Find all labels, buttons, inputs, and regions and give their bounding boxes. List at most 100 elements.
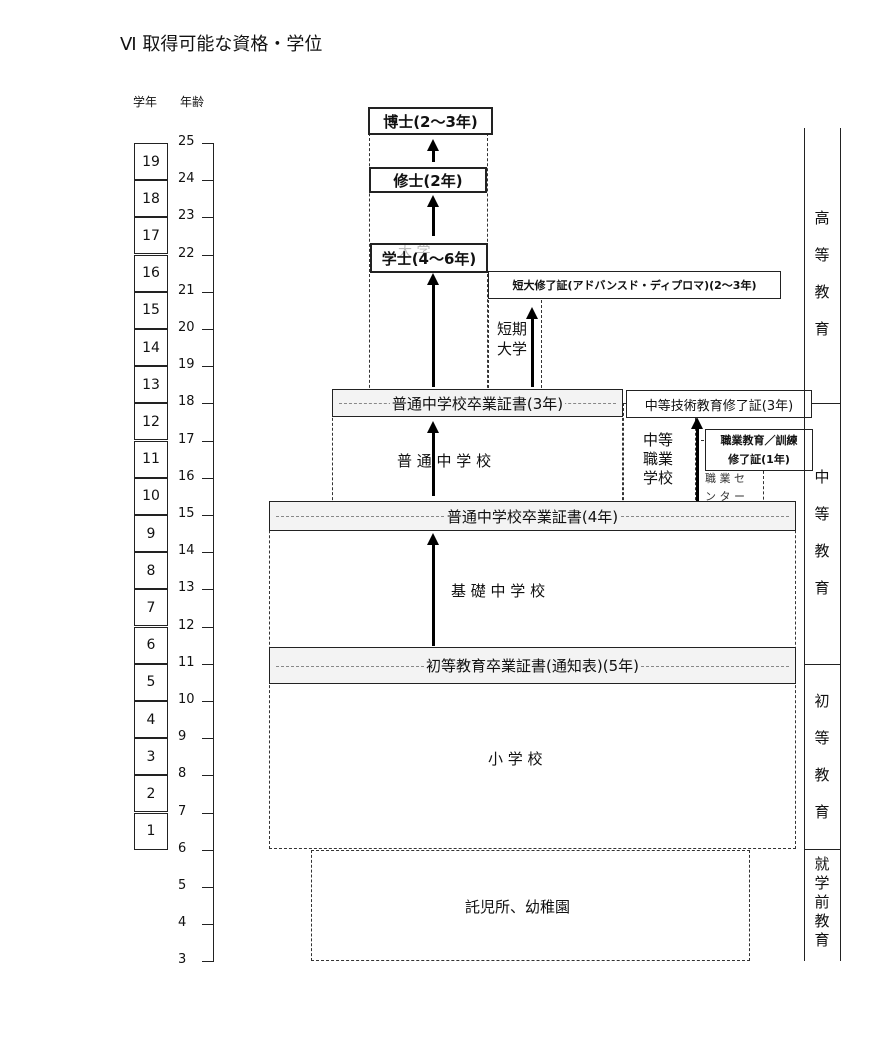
master-degree-label: 修士(2年) bbox=[393, 171, 463, 190]
junior-college-label-line-2: 大学 bbox=[497, 340, 528, 358]
age-label: 5 bbox=[178, 878, 187, 893]
grade-cell: 6 bbox=[134, 626, 168, 664]
technical-secondary-cert-label: 中等技術教育修了証(3年) bbox=[642, 394, 796, 414]
grade-cell: 16 bbox=[134, 254, 168, 292]
age-column-header: 年齢 bbox=[180, 95, 205, 109]
grade-cell: 5 bbox=[134, 663, 168, 701]
age-label: 6 bbox=[178, 840, 187, 856]
age-axis-line bbox=[213, 143, 214, 961]
stage-primary-char-4: 育 bbox=[814, 803, 830, 821]
age-label: 10 bbox=[178, 692, 195, 707]
stage-higher-label: 高 等 教 育 bbox=[810, 200, 834, 348]
age-tick bbox=[202, 403, 214, 405]
general-secondary-label: 普 通 中 学 校 bbox=[397, 452, 492, 470]
master-arrow-head bbox=[427, 195, 439, 207]
grade-cell: 1 bbox=[134, 812, 168, 850]
stage-secondary-label: 中 等 教 育 bbox=[810, 459, 834, 607]
vocational-cert-label-line-2: 修了証(1年) bbox=[728, 453, 790, 466]
stage-primary-label: 初 等 教 育 bbox=[810, 683, 834, 831]
grade-column-header: 学年 bbox=[133, 95, 158, 109]
age-tick bbox=[202, 849, 214, 851]
age-tick bbox=[202, 217, 214, 219]
bachelor-degree-label: 学士(4〜6年) bbox=[381, 249, 477, 268]
bachelor-degree-box: 学士(4〜6年) bbox=[370, 243, 488, 273]
stage-higher-char-3: 教 bbox=[814, 283, 830, 301]
age-label: 9 bbox=[178, 729, 187, 745]
age-tick bbox=[202, 961, 214, 963]
grade-cell: 14 bbox=[134, 329, 168, 366]
basic-secondary-arrow-head bbox=[427, 533, 439, 545]
junior-college-arrow-shaft bbox=[531, 318, 534, 387]
preschool-label: 託児所、幼稚園 bbox=[465, 898, 571, 916]
age-tick bbox=[202, 440, 214, 442]
basic-secondary-label: 基 礎 中 学 校 bbox=[451, 582, 546, 600]
age-label: 16 bbox=[178, 468, 195, 484]
junior-college-arrow-head bbox=[526, 307, 538, 319]
master-degree-box: 修士(2年) bbox=[369, 167, 487, 193]
age-tick bbox=[202, 552, 214, 554]
age-label: 13 bbox=[178, 580, 195, 596]
vocational-center-label-line-2: ン タ ー bbox=[705, 490, 745, 503]
stage-preschool-char-4: 教 bbox=[814, 912, 830, 930]
age-tick bbox=[202, 366, 214, 368]
doctor-degree-box: 博士(2〜3年) bbox=[368, 107, 493, 135]
stage-preschool-label: 就 学 前 教 育 bbox=[810, 855, 834, 950]
age-label: 17 bbox=[178, 431, 195, 447]
vocational-center-label-line-1: 職 業 セ bbox=[705, 472, 745, 485]
general-secondary-cert-label: 普通中学校卒業証書(3年) bbox=[389, 392, 566, 414]
grade-cell: 15 bbox=[134, 291, 168, 329]
age-tick bbox=[202, 626, 214, 628]
stage-preschool-char-1: 就 bbox=[814, 855, 830, 873]
general-secondary-arrow-head bbox=[427, 421, 439, 433]
stage-column-right-line bbox=[840, 128, 841, 961]
stage-primary-char-3: 教 bbox=[814, 766, 830, 784]
age-tick bbox=[202, 291, 214, 293]
advanced-diploma-label: 短大修了証(アドバンスド・ディプロマ)(2〜3年) bbox=[510, 277, 759, 293]
age-tick bbox=[202, 515, 214, 516]
stage-higher-char-2: 等 bbox=[814, 246, 830, 264]
stage-primary-char-2: 等 bbox=[814, 729, 830, 747]
age-label: 11 bbox=[178, 654, 195, 670]
age-tick bbox=[202, 329, 214, 330]
stage-preschool-char-5: 育 bbox=[814, 931, 830, 949]
general-secondary-cert-box: 普通中学校卒業証書(3年) bbox=[332, 389, 623, 417]
age-tick bbox=[202, 738, 214, 740]
age-label: 22 bbox=[178, 245, 195, 261]
stage-secondary-char-2: 等 bbox=[814, 505, 830, 523]
age-label: 19 bbox=[178, 357, 195, 373]
vocational-secondary-label-line-2: 職業 bbox=[643, 450, 674, 468]
junior-college-label-line-1: 短期 bbox=[497, 320, 528, 338]
age-tick bbox=[202, 254, 214, 256]
primary-cert-label: 初等教育卒業証書(通知表)(5年) bbox=[424, 655, 641, 676]
stage-column-left-line bbox=[804, 128, 805, 961]
page-title: Ⅵ 取得可能な資格・学位 bbox=[120, 34, 323, 55]
vocational-cert-box: 職業教育／訓練 修了証(1年) bbox=[705, 429, 813, 471]
vocational-cert-label-line-1: 職業教育／訓練 bbox=[720, 434, 798, 447]
basic-secondary-arrow-shaft bbox=[432, 544, 435, 646]
grade-cell: 3 bbox=[134, 738, 168, 776]
primary-school-label: 小 学 校 bbox=[488, 750, 543, 768]
age-tick bbox=[202, 887, 214, 888]
master-arrow-shaft bbox=[432, 206, 435, 236]
stage-secondary-char-1: 中 bbox=[814, 468, 830, 486]
vocational-secondary-label: 中等 職業 学校 bbox=[643, 431, 673, 488]
age-tick bbox=[202, 477, 214, 479]
age-label: 15 bbox=[178, 506, 195, 521]
basic-secondary-cert-label: 普通中学校卒業証書(4年) bbox=[444, 505, 621, 527]
age-tick bbox=[202, 589, 214, 591]
doctor-arrow-head bbox=[427, 139, 439, 151]
age-label: 20 bbox=[178, 320, 195, 335]
stage-higher-char-1: 高 bbox=[814, 209, 830, 227]
age-label: 14 bbox=[178, 543, 195, 559]
technical-secondary-cert-box: 中等技術教育修了証(3年) bbox=[626, 390, 812, 418]
age-tick bbox=[202, 812, 214, 814]
vocational-secondary-label-line-1: 中等 bbox=[643, 431, 674, 449]
grade-cell: 19 bbox=[134, 143, 168, 180]
age-tick bbox=[202, 924, 214, 926]
grade-cell: 2 bbox=[134, 775, 168, 813]
grade-cell: 13 bbox=[134, 366, 168, 404]
bachelor-arrow-shaft bbox=[432, 284, 435, 387]
grade-cell: 4 bbox=[134, 701, 168, 738]
grade-cell: 10 bbox=[134, 477, 168, 515]
bachelor-faint-label: 大 学 bbox=[398, 244, 431, 260]
